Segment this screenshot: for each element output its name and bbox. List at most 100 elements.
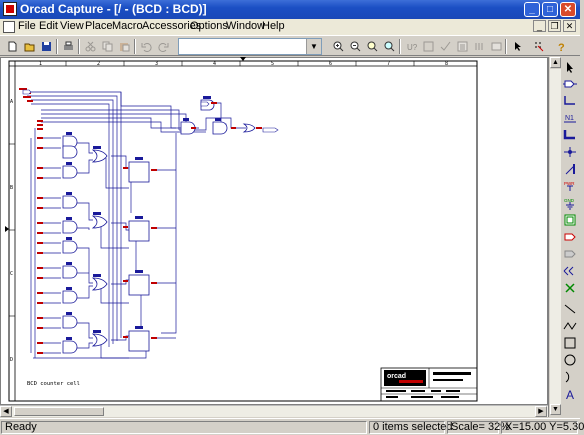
title-bar[interactable]: Orcad Capture - [/ - (BCD : BCD)] _ □ ✕ bbox=[0, 0, 580, 19]
hier-block-icon[interactable] bbox=[562, 213, 578, 227]
horizontal-scroll-thumb[interactable] bbox=[14, 407, 104, 416]
scroll-up-button[interactable]: ▲ bbox=[550, 57, 561, 68]
zoom-out-button[interactable] bbox=[347, 38, 363, 54]
new-button[interactable] bbox=[4, 38, 20, 54]
open-icon bbox=[24, 43, 35, 52]
crossref-icon bbox=[440, 41, 451, 51]
logo-text: orcad bbox=[387, 373, 406, 380]
menu-view[interactable]: View bbox=[60, 20, 84, 32]
pointer-button[interactable] bbox=[509, 38, 525, 54]
bus-entry-icon[interactable] bbox=[562, 162, 578, 176]
schematic-title-label: BCD counter cell bbox=[27, 381, 80, 387]
part-icon[interactable] bbox=[562, 77, 578, 91]
rectangle-icon[interactable] bbox=[562, 336, 578, 350]
row-label: A bbox=[10, 99, 13, 105]
doc-close-button[interactable]: ✕ bbox=[563, 20, 576, 32]
col-label: 3 bbox=[155, 61, 158, 67]
netlist-icon bbox=[475, 43, 483, 50]
paste-button[interactable] bbox=[116, 38, 132, 54]
bom-button[interactable] bbox=[454, 38, 470, 54]
hier-pin-icon[interactable] bbox=[562, 247, 578, 261]
junction-icon[interactable] bbox=[562, 145, 578, 159]
zoom-all-button[interactable] bbox=[381, 38, 397, 54]
line-icon[interactable] bbox=[562, 302, 578, 316]
crossref-button[interactable] bbox=[437, 38, 453, 54]
no-connect-icon[interactable] bbox=[562, 281, 578, 295]
paste-icon bbox=[120, 43, 130, 52]
col-label: 8 bbox=[445, 61, 448, 67]
right-panel: ▲ ▼ bbox=[548, 57, 580, 417]
zoom-in-button[interactable] bbox=[330, 38, 346, 54]
annotate-button[interactable]: U? bbox=[403, 38, 419, 54]
window-title: Orcad Capture - [/ - (BCD : BCD)] bbox=[20, 2, 207, 16]
orcad-app-icon[interactable] bbox=[3, 2, 17, 16]
page-border bbox=[8, 60, 478, 402]
help-icon: ? bbox=[558, 42, 565, 54]
menu-accessories[interactable]: Accessories bbox=[142, 20, 202, 32]
ground-icon[interactable]: GND bbox=[562, 196, 578, 210]
menu-place[interactable]: Place bbox=[85, 20, 113, 32]
power-icon[interactable]: PWR bbox=[562, 179, 578, 193]
zoom-out-icon bbox=[350, 41, 361, 52]
polyline-icon[interactable] bbox=[562, 319, 578, 333]
doc-minimize-button[interactable]: _ bbox=[533, 20, 546, 32]
scroll-down-button[interactable]: ▼ bbox=[550, 404, 561, 415]
snap-grid-button[interactable] bbox=[530, 38, 546, 54]
bom-icon bbox=[457, 41, 468, 52]
col-label: 6 bbox=[329, 61, 332, 67]
offpage-icon[interactable] bbox=[562, 264, 578, 278]
print-icon bbox=[64, 41, 73, 50]
menu-macro[interactable]: Macro bbox=[112, 20, 143, 32]
menu-edit[interactable]: Edit bbox=[39, 20, 58, 32]
scroll-right-button[interactable]: ▶ bbox=[535, 406, 547, 417]
menu-bar: File Edit View Place Macro Accessories O… bbox=[0, 19, 580, 35]
cut-button[interactable] bbox=[82, 38, 98, 54]
combo-dropdown-button[interactable]: ▼ bbox=[306, 39, 321, 54]
close-button[interactable]: ✕ bbox=[560, 2, 576, 17]
col-label: 5 bbox=[271, 61, 274, 67]
menu-help[interactable]: Help bbox=[262, 20, 285, 32]
schematic-page[interactable]: 1 2 3 4 5 6 7 8 A B C D bbox=[0, 57, 548, 405]
select-icon[interactable] bbox=[562, 60, 578, 74]
text-icon[interactable]: A bbox=[562, 387, 578, 402]
snap-icon bbox=[535, 42, 544, 52]
scroll-left-button[interactable]: ◀ bbox=[0, 406, 12, 417]
flip-flops bbox=[128, 161, 150, 352]
input-port bbox=[200, 101, 210, 107]
arc-icon[interactable] bbox=[562, 370, 578, 384]
part-name-combobox[interactable]: ▼ bbox=[178, 38, 322, 55]
net-alias-icon[interactable]: N1 bbox=[562, 111, 578, 125]
ellipse-icon[interactable] bbox=[562, 353, 578, 367]
status-scale: Scale= 32% bbox=[447, 421, 510, 434]
maximize-button[interactable]: □ bbox=[542, 2, 558, 17]
project-button[interactable] bbox=[488, 38, 504, 54]
menu-window[interactable]: Window bbox=[226, 20, 266, 32]
netlist-button[interactable] bbox=[471, 38, 487, 54]
menu-file[interactable]: File bbox=[18, 20, 36, 32]
copy-button[interactable] bbox=[99, 38, 115, 54]
hier-port-icon[interactable] bbox=[562, 230, 578, 244]
redo-icon bbox=[158, 43, 169, 52]
menu-options[interactable]: Options bbox=[190, 20, 228, 32]
minimize-button[interactable]: _ bbox=[524, 2, 540, 17]
save-icon bbox=[42, 42, 51, 51]
logic-gates bbox=[62, 99, 256, 354]
horizontal-scrollbar[interactable]: ◀ ▶ bbox=[0, 405, 548, 417]
project-icon bbox=[491, 42, 502, 51]
row-label: D bbox=[10, 357, 13, 363]
doc-restore-button[interactable]: ❐ bbox=[548, 20, 561, 32]
save-button[interactable] bbox=[38, 38, 54, 54]
redo-button[interactable] bbox=[155, 38, 171, 54]
drc-button[interactable] bbox=[420, 38, 436, 54]
vertical-scroll-track[interactable] bbox=[550, 69, 561, 404]
zoom-area-button[interactable] bbox=[364, 38, 380, 54]
help-button[interactable]: ? bbox=[553, 38, 569, 54]
document-icon[interactable] bbox=[3, 21, 15, 33]
bus-icon[interactable] bbox=[562, 128, 578, 142]
print-button[interactable] bbox=[60, 38, 76, 54]
schematic-canvas[interactable]: 1 2 3 4 5 6 7 8 A B C D bbox=[1, 57, 547, 404]
open-button[interactable] bbox=[21, 38, 37, 54]
col-label: 7 bbox=[387, 61, 390, 67]
wire-icon[interactable] bbox=[562, 94, 578, 108]
undo-button[interactable] bbox=[138, 38, 154, 54]
